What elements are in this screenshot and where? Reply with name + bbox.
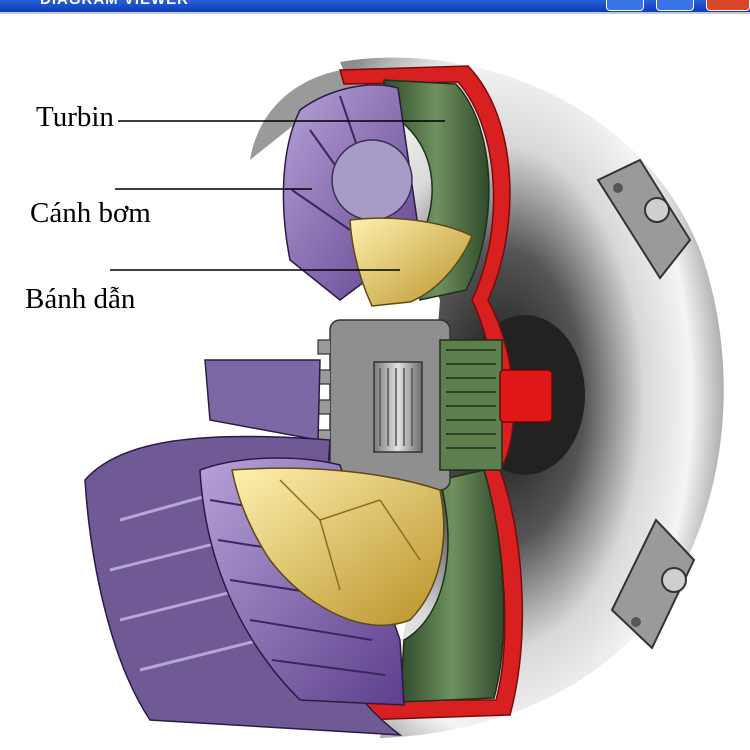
red-hub-cap bbox=[499, 369, 553, 423]
yellow-stator-upper bbox=[349, 217, 473, 307]
label-turbine: Turbin bbox=[36, 101, 114, 133]
green-turbine-lower bbox=[399, 469, 505, 703]
mount-bracket-lower bbox=[610, 518, 696, 650]
purple-shell-mid bbox=[204, 359, 321, 441]
minimize-button[interactable] bbox=[606, 0, 644, 11]
maximize-button[interactable] bbox=[656, 0, 694, 11]
window-frame-border bbox=[0, 12, 750, 14]
label-pump: Cánh bơm bbox=[30, 197, 151, 229]
window-title: DIAGRAM VIEWER bbox=[40, 0, 189, 8]
mount-bracket-upper bbox=[596, 158, 692, 280]
yellow-stator-lower bbox=[231, 467, 445, 626]
label-stator: Bánh dẫn bbox=[25, 283, 136, 315]
core-ring bbox=[331, 139, 413, 221]
